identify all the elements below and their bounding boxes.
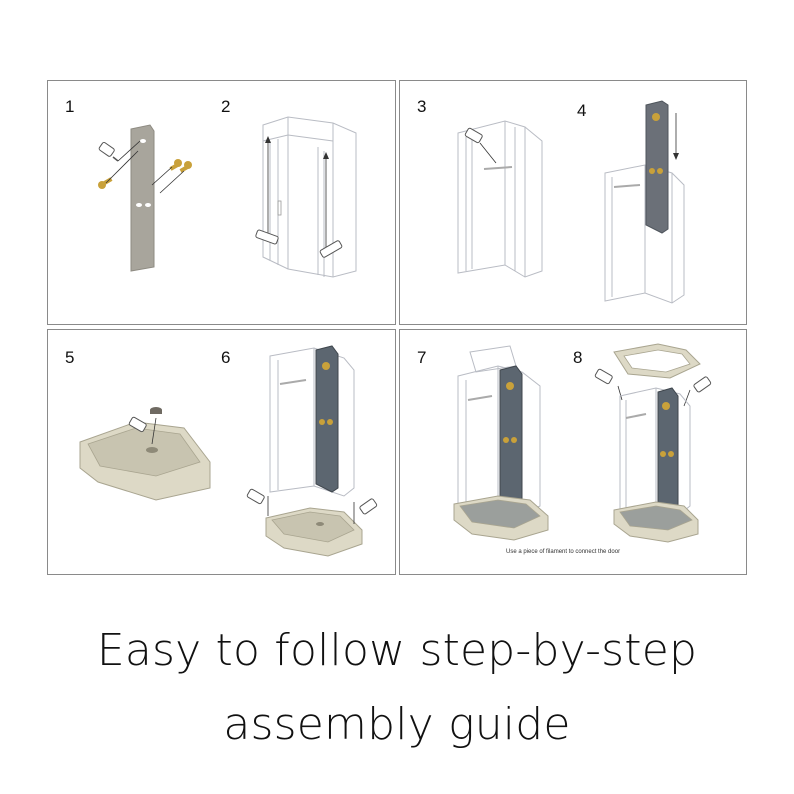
glue-bottle-icon: [246, 488, 378, 515]
wall-panel: [130, 124, 155, 272]
panel-steps-1-2: 1 2: [47, 80, 396, 325]
step-1-2-illustration: [98, 116, 357, 278]
glass-enclosure: [604, 164, 685, 304]
glass-enclosure: [457, 345, 541, 515]
step-5-6-illustration: [79, 345, 378, 557]
glue-bottle-icon: [98, 141, 119, 162]
panel-steps-3-4: 3 4: [399, 80, 747, 325]
step-number-7: 7: [417, 348, 427, 367]
top-frame: [613, 343, 701, 379]
caption-line-1: Easy to follow step-by-step: [96, 625, 698, 676]
step-number-2: 2: [221, 97, 231, 116]
glass-enclosure: [269, 347, 355, 497]
step-number-5: 5: [65, 348, 75, 367]
glass-enclosure: [619, 387, 691, 515]
step-number-6: 6: [221, 348, 231, 367]
glue-bottle-icon: [594, 368, 712, 393]
glue-bottle-icon: [255, 229, 343, 258]
wall-panel: [315, 345, 339, 493]
shower-tray: [613, 501, 699, 543]
brass-fitting-icon: [98, 159, 192, 189]
step-3-4-illustration: [457, 100, 685, 304]
panel-steps-5-6: 5 6: [47, 329, 396, 575]
wall-panel: [499, 365, 523, 511]
step-7-8-illustration: [453, 343, 712, 543]
step-number-3: 3: [417, 97, 427, 116]
caption-line-2: assembly guide: [223, 699, 571, 750]
step-number-8: 8: [573, 348, 583, 367]
wall-panel: [645, 100, 669, 234]
shower-tray: [79, 421, 211, 501]
glue-bottle-icon: [464, 127, 483, 144]
wall-panel: [657, 387, 679, 513]
glass-enclosure: [262, 116, 357, 278]
step-8-note: Use a piece of filament to connect the d…: [506, 549, 621, 555]
panel-steps-7-8: 7 8 Use a piece of filament to connect t…: [399, 329, 747, 575]
shower-tray: [265, 507, 363, 557]
step-number-1: 1: [65, 97, 75, 116]
shower-tray: [453, 495, 549, 541]
glue-bottle-icon: [128, 416, 147, 433]
step-number-4: 4: [577, 101, 587, 120]
glass-enclosure: [457, 120, 543, 278]
drain-cap: [150, 407, 162, 414]
